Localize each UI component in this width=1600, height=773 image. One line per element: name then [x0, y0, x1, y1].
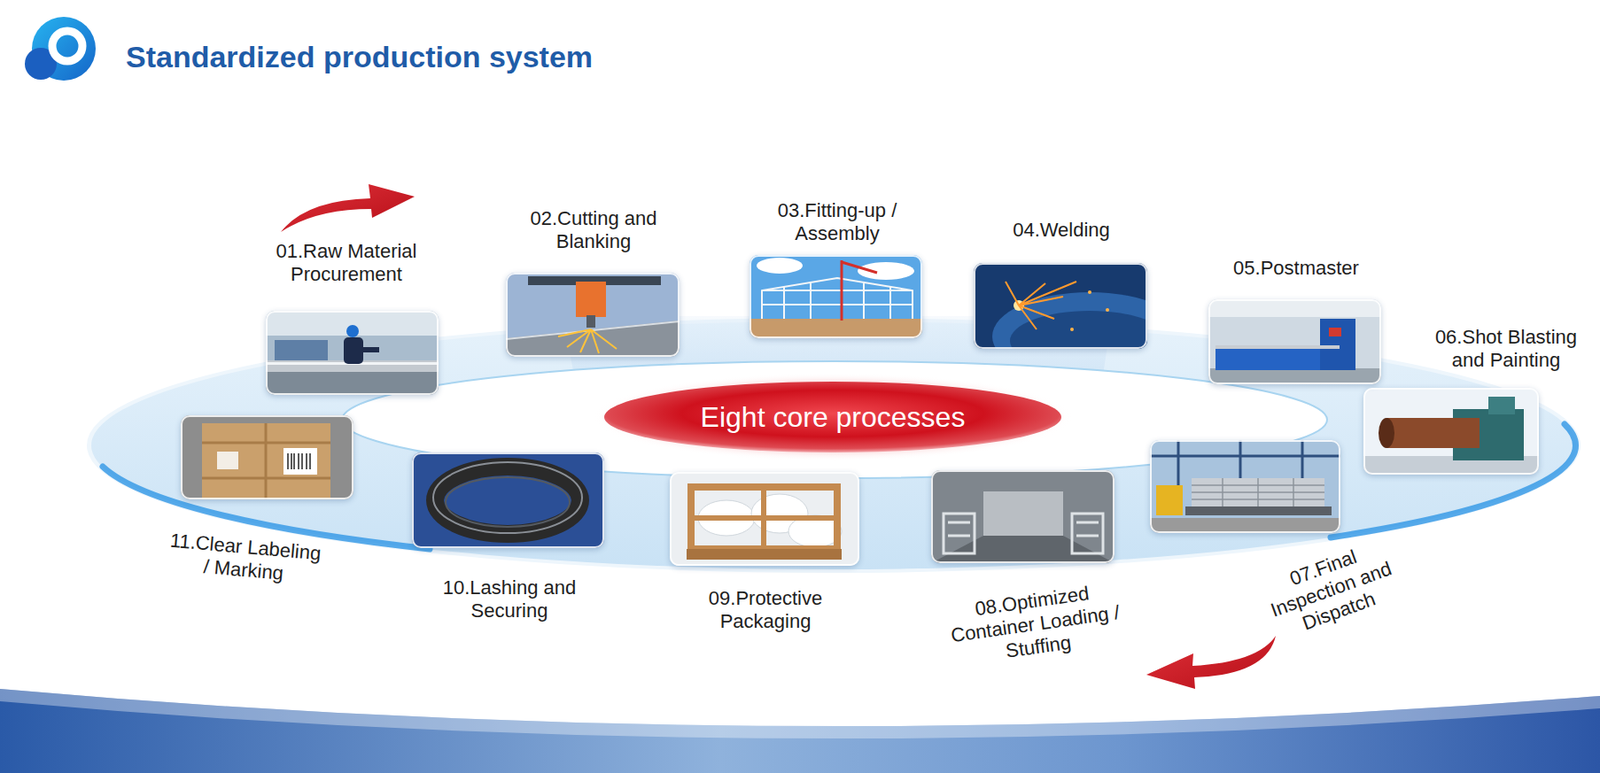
photo-label [283, 448, 318, 475]
step-label: 08.Optimized Container Loading / Stuffin… [939, 577, 1130, 672]
process-photo: 11.Clear Labeling / Marking [180, 415, 354, 500]
photo-spark [1105, 308, 1110, 312]
photo-cloud [756, 257, 803, 274]
step-label: 07.Final Inspection and Dispatch [1250, 532, 1412, 648]
photo-sky [749, 255, 923, 339]
photo-shot-blasting [1363, 388, 1539, 475]
photo-pipe-inner [1009, 310, 1148, 350]
step-label: 04.Welding [972, 218, 1150, 242]
photo-profile [1215, 345, 1340, 350]
photo-frame [761, 278, 913, 319]
core-halo [591, 372, 1074, 462]
step-label: 03.Fitting-up / Assembly [761, 199, 913, 246]
photo-welding [973, 263, 1148, 350]
photo-tubes [1191, 478, 1325, 507]
photo-container [931, 470, 1115, 564]
process-photo: 07.Final Inspection and Dispatch [1149, 440, 1341, 534]
photo-back-wall [983, 491, 1064, 536]
photo-crate [691, 487, 838, 550]
photo-assembly [749, 255, 923, 339]
photo-cutter-head [575, 281, 606, 318]
process-photo: 01.Raw Material Procurement [265, 310, 439, 396]
photo-packaging [669, 472, 860, 567]
photo-floor [1208, 368, 1382, 385]
process-photo: 06.Shot Blasting and Painting [1363, 388, 1539, 475]
photo-coil-shine [433, 462, 583, 534]
core-fill [604, 381, 1062, 453]
photo-spark [1087, 290, 1092, 295]
photo-crate-slats [691, 487, 838, 550]
photo-machine-top [1488, 396, 1515, 415]
photo-ground [1149, 518, 1341, 534]
photo-floor [265, 372, 439, 396]
process-photo: 10.Lashing and Securing [411, 452, 605, 549]
core-text-box: Eight core processes [700, 401, 966, 434]
step-label: 10.Lashing and Securing [434, 576, 585, 623]
photo-floor [931, 535, 1115, 564]
photo-bg [669, 472, 860, 567]
photo-crane [841, 260, 878, 321]
photo-ceiling [1208, 299, 1382, 318]
step-label: 09.Protective Packaging [694, 587, 837, 634]
photo-bg [180, 415, 354, 500]
photo-dispatch [1149, 440, 1341, 534]
photo-barcode [287, 453, 311, 470]
footer-sheen [0, 689, 1600, 739]
photo-machine-detail [1328, 327, 1342, 337]
photo-bg [1363, 388, 1539, 475]
diagram-title: Standardized production system [125, 39, 593, 75]
photo-frames [943, 513, 1103, 554]
flow-arrow [280, 184, 415, 233]
photo-cloud [857, 262, 915, 280]
photo-raw-material [265, 310, 439, 396]
logo-ring [52, 31, 83, 62]
photo-worker-arm [357, 347, 380, 353]
step-label: 01.Raw Material Procurement [257, 240, 435, 287]
step-label: 02.Cutting and Blanking [513, 207, 674, 254]
core-ellipse: Eight core processes [604, 381, 1062, 453]
photo-sparks [1005, 281, 1077, 330]
process-photo: 02.Cutting and Blanking [505, 272, 680, 358]
photo-labeling [180, 415, 354, 500]
photo-pallet [686, 549, 842, 560]
photo-ground [749, 318, 923, 339]
photo-bg [411, 452, 605, 549]
photo-helmet [346, 325, 359, 338]
photo-bg [1149, 440, 1341, 534]
photo-tube-lines [1191, 478, 1325, 507]
step-label: 11.Clear Labeling / Marking [163, 528, 326, 589]
process-photo: 04.Welding [973, 263, 1148, 350]
process-photo: 05.Postmaster [1208, 299, 1382, 385]
photo-box-slats [201, 423, 331, 500]
photo-spark [1070, 327, 1074, 332]
photo-coil-inner [445, 477, 570, 528]
process-photo: 08.Optimized Container Loading / Stuffin… [931, 470, 1115, 564]
step-label: 05.Postmaster [1207, 256, 1385, 280]
photo-pipe [1386, 418, 1480, 449]
core-label: Eight core processes [700, 401, 966, 434]
step-label: 06.Shot Blasting and Painting [1421, 326, 1591, 373]
photo-bg [505, 272, 680, 358]
photo-sign [217, 451, 239, 470]
process-photo: 09.Protective Packaging [669, 472, 860, 567]
footer-wave [0, 689, 1600, 773]
photo-truck-cab [1156, 485, 1183, 516]
flow-arrow [1146, 636, 1276, 690]
photo-bg [265, 310, 439, 396]
photo-trailer [1185, 506, 1332, 516]
photo-strapping [411, 452, 605, 549]
photo-cutting [505, 272, 680, 358]
photo-machine-unit [1320, 318, 1356, 371]
process-photo: 03.Fitting-up / Assembly [749, 255, 923, 339]
photo-pipe-end [1378, 418, 1395, 449]
photo-sparks [558, 329, 617, 354]
photo-box [201, 423, 331, 500]
photo-bg [931, 470, 1115, 564]
photo-nozzle [586, 315, 596, 328]
photo-postmaster [1208, 299, 1382, 385]
photo-bg [1208, 299, 1382, 385]
